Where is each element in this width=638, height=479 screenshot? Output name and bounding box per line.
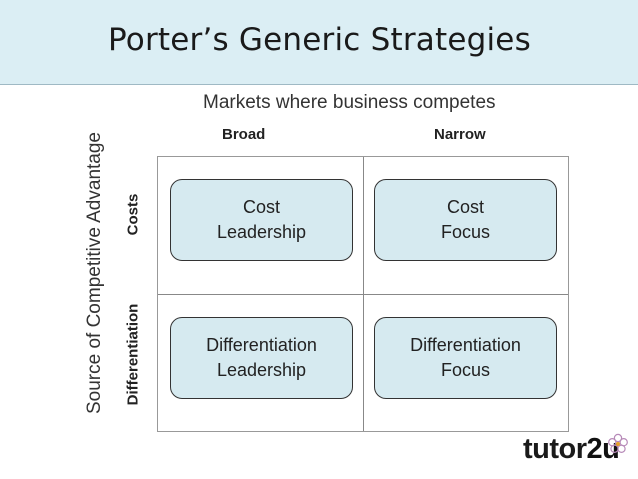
column-label-narrow: Narrow — [434, 126, 486, 143]
markets-axis-label: Markets where business competes — [203, 92, 496, 113]
title-banner: Porter’s Generic Strategies — [0, 0, 638, 85]
advantage-axis-label: Source of Competitive Advantage — [84, 132, 105, 415]
grid-divider-horizontal — [158, 294, 568, 295]
cell-line: Focus — [440, 222, 491, 242]
flower-icon — [608, 433, 628, 454]
row-label-differentiation: Differentiation — [124, 303, 142, 406]
cell-differentiation-leadership: Differentiation Leadership — [170, 317, 353, 399]
cell-line: Leadership — [216, 360, 307, 380]
cell-line: Cost — [446, 197, 484, 217]
cell-cost-focus: Cost Focus — [374, 179, 557, 261]
cell-differentiation-focus: Differentiation Focus — [374, 317, 557, 399]
cell-line: Leadership — [216, 222, 307, 242]
slide-title: Porter’s Generic Strategies — [108, 22, 531, 58]
column-label-broad: Broad — [222, 126, 266, 143]
strategy-grid — [157, 156, 569, 432]
logo-text: tutor — [523, 433, 587, 465]
cell-line: Focus — [440, 360, 491, 380]
cell-line: Differentiation — [410, 335, 521, 355]
tutor2u-logo: tutor2u — [523, 433, 620, 466]
cell-line: Differentiation — [206, 335, 317, 355]
row-label-costs: Costs — [124, 193, 142, 236]
cell-cost-leadership: Cost Leadership — [170, 179, 353, 261]
cell-line: Cost — [242, 197, 280, 217]
